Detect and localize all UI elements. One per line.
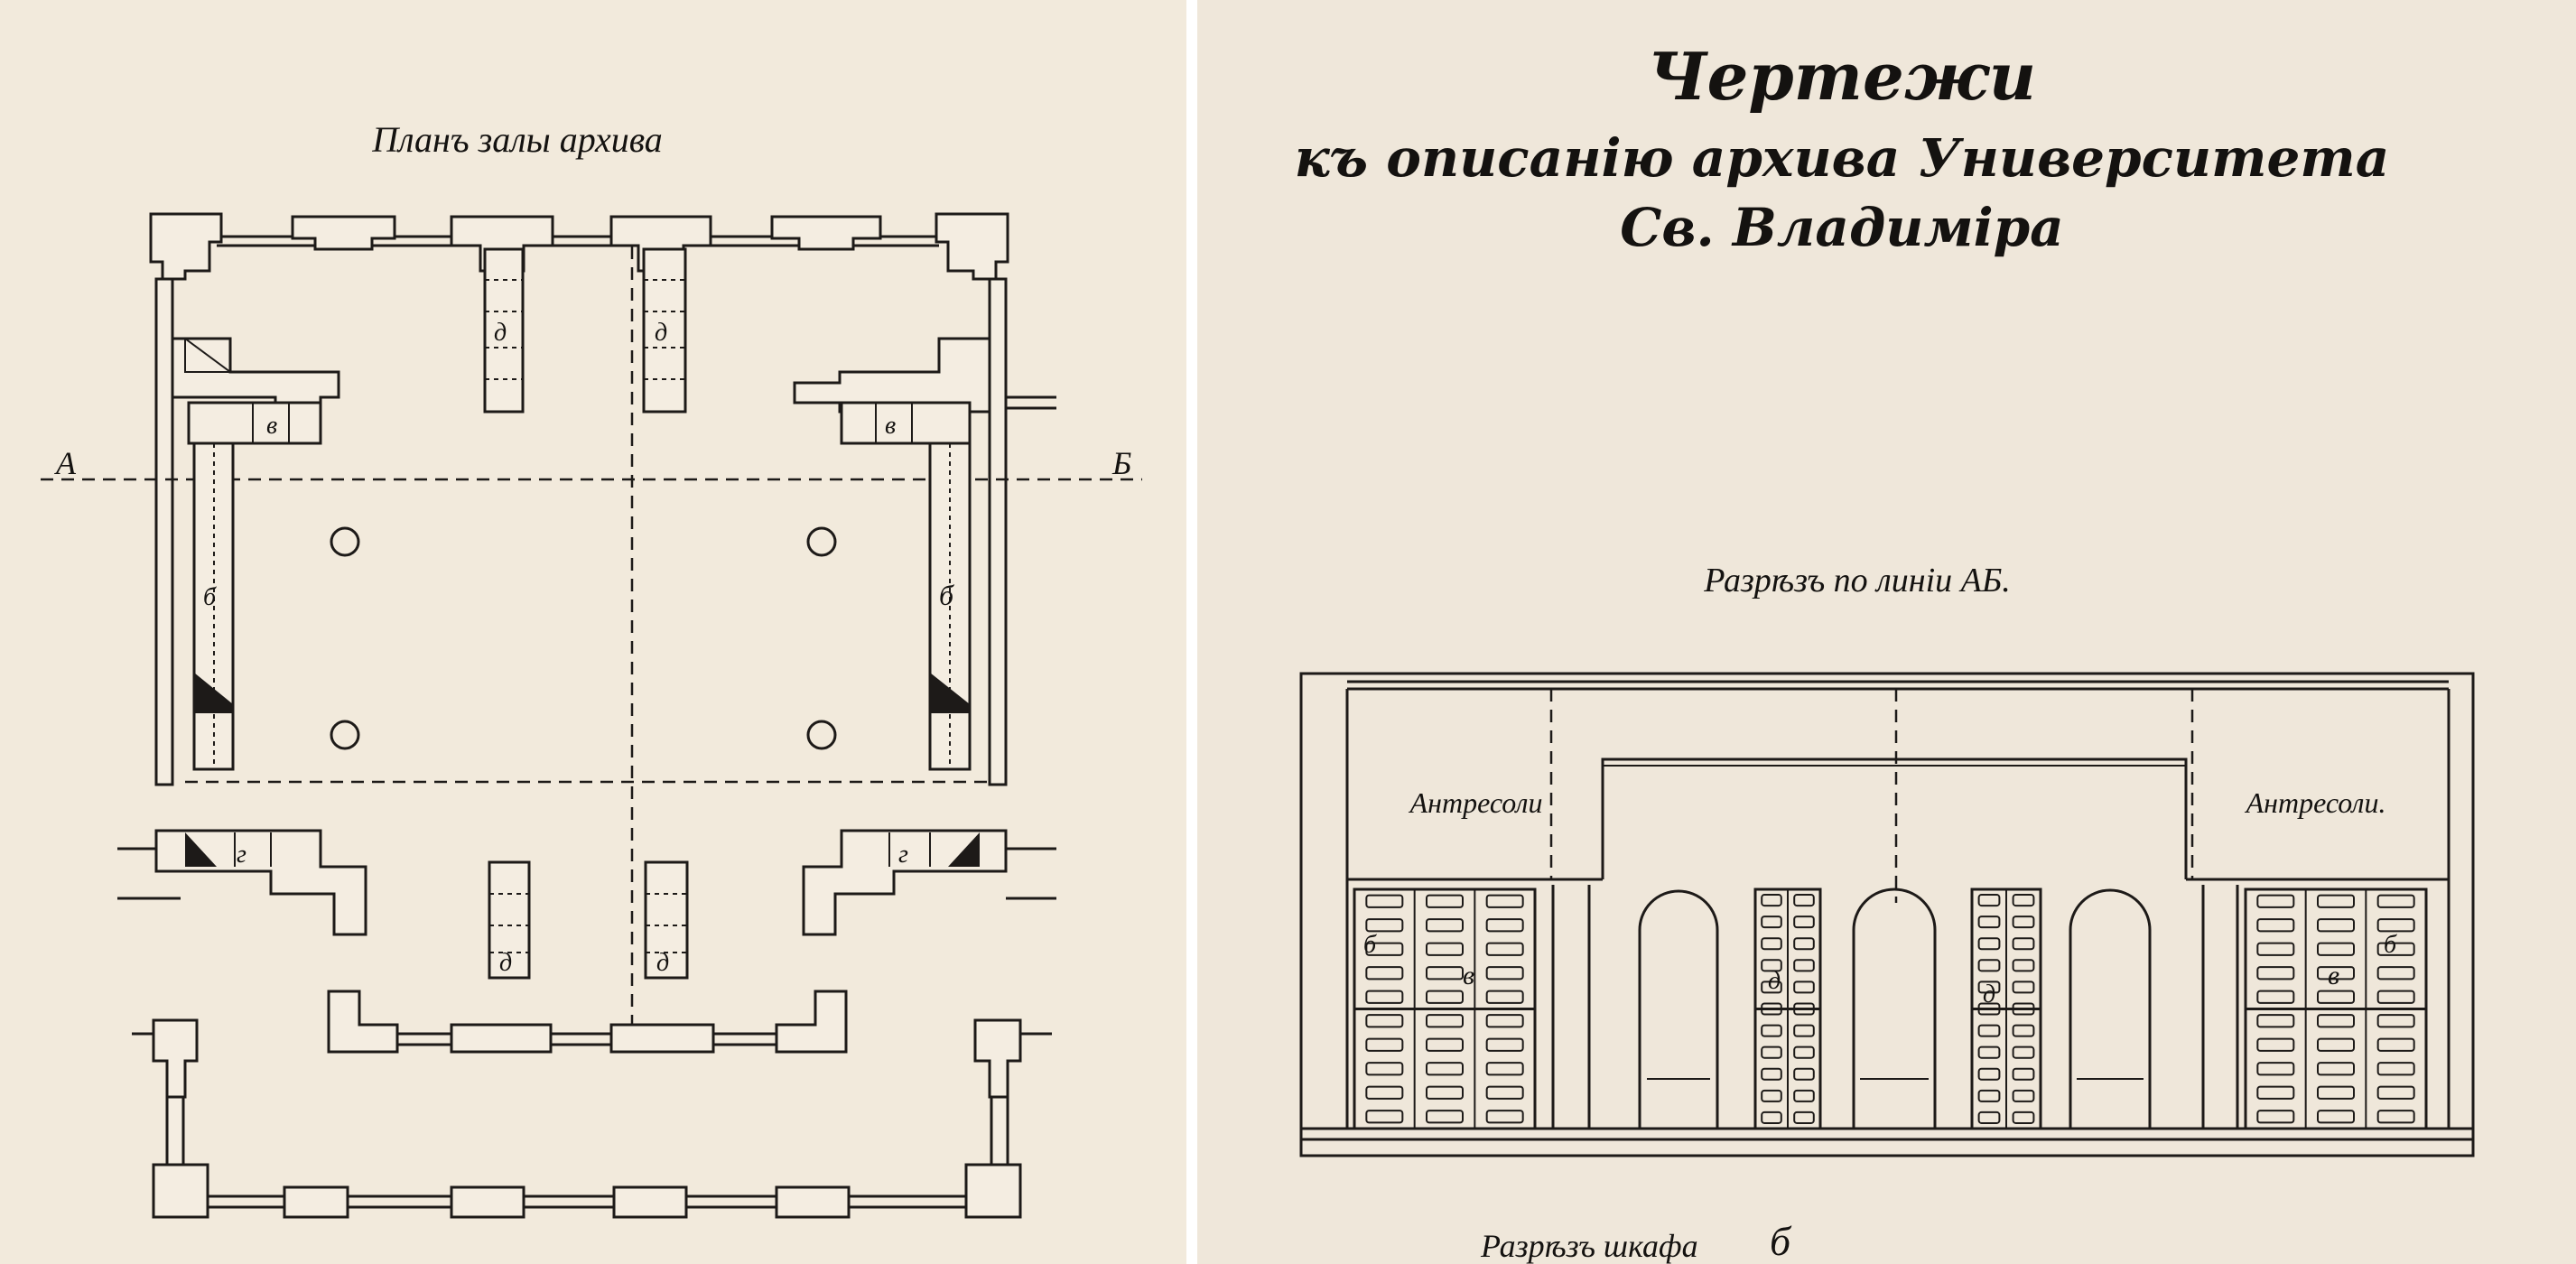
arched-window — [2069, 888, 2152, 1129]
mezzanine-right: Антресоли. — [2186, 786, 2449, 881]
floor-plan: Планъ залы архива А Б — [41, 119, 1142, 1219]
top-wall — [149, 212, 1009, 281]
lower-left-pier — [154, 829, 367, 936]
title-line-3: Св. Владиміра — [1620, 197, 2064, 258]
svg-text:д: д — [499, 949, 512, 977]
section-ab: Антресоли Антресоли. б в д д в б — [1299, 672, 2475, 1157]
lower-wall — [327, 990, 848, 1054]
right-sheet — [1197, 0, 2576, 1264]
right-wall — [988, 277, 1008, 786]
bookcase-v-right: в — [840, 401, 972, 445]
bookcase-d-top-left: д — [483, 247, 525, 414]
cabinet-section-title: Разрѣзъ шкафа — [1480, 1228, 1698, 1264]
svg-text:Антресоли: Антресоли — [1409, 786, 1543, 819]
title-line-1: Чертежи — [1648, 38, 2036, 115]
title-line-2: къ описанію архива Университета — [1295, 127, 2390, 189]
cabinet-narrow-left — [1753, 888, 1822, 1130]
bookcase-b-left: б — [192, 441, 235, 771]
cabinet-right — [2244, 888, 2428, 1130]
arched-window — [1852, 888, 1937, 1129]
plan-title: Планъ залы архива — [371, 119, 663, 160]
svg-text:д: д — [656, 949, 669, 977]
column — [806, 720, 837, 750]
cabinet-left — [1353, 888, 1537, 1130]
cabinet-section-caption: Разрѣзъ шкафа б — [1480, 1218, 1792, 1264]
section-label-v-left: в — [1463, 961, 1474, 990]
section-label-b-right: б — [2384, 931, 2397, 959]
svg-text:в: в — [885, 412, 896, 440]
bookcase-d-bottom-right: д — [644, 860, 689, 980]
arched-window — [1638, 889, 1719, 1129]
bookcase-b-right: б — [928, 441, 972, 771]
section-label-b-left: б — [1363, 931, 1377, 959]
mezzanine-left: Антресоли — [1347, 786, 1603, 881]
lower-building — [132, 1018, 1052, 1219]
column — [330, 720, 360, 750]
lower-right-pier — [802, 829, 1008, 936]
svg-text:д: д — [494, 319, 507, 347]
section-title: Разрѣзъ по линіи АБ. — [1703, 562, 2011, 599]
bookcase-d-top-right: д — [642, 247, 687, 414]
section-label-v-right: в — [2328, 961, 2339, 990]
section-marker-a: А — [54, 445, 77, 481]
cabinet-narrow-right — [1970, 888, 2042, 1130]
svg-text:б: б — [203, 583, 217, 611]
svg-text:д: д — [655, 319, 667, 347]
left-wall — [154, 277, 174, 786]
column — [330, 526, 360, 557]
bookcase-g-left-label: г — [237, 841, 246, 869]
section-label-d-right: д — [1983, 981, 1995, 1008]
svg-text:в: в — [266, 412, 277, 440]
bookcase-d-bottom-left: д — [488, 860, 531, 980]
sheet-divider — [1186, 0, 1197, 1264]
bookcase-v-left: в — [187, 401, 322, 445]
section-marker-b: Б — [1111, 445, 1131, 481]
bookcase-g-right-label: г — [898, 841, 908, 869]
title-block: Чертежи къ описанію архива Университета … — [1295, 38, 2390, 258]
section-label-d-left: д — [1768, 967, 1781, 995]
svg-text:Антресоли.: Антресоли. — [2245, 786, 2386, 819]
column — [806, 526, 837, 557]
svg-text:б: б — [939, 579, 954, 611]
cabinet-section-label: б — [1770, 1218, 1792, 1264]
